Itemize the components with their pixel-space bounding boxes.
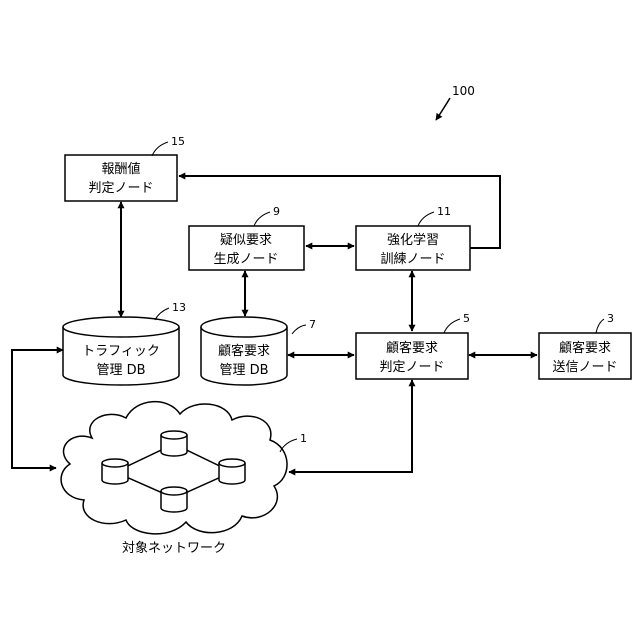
network-node-left: [102, 459, 128, 484]
svg-text:顧客要求: 顧客要求: [386, 340, 438, 356]
reward-judge-node: 報酬値 判定ノード 15: [65, 135, 185, 201]
network-ref: 1: [300, 432, 307, 445]
svg-text:3: 3: [607, 312, 614, 325]
network-node-top: [161, 431, 187, 456]
pseudo-request-node: 疑似要求 生成ノード 9: [189, 205, 304, 270]
svg-text:判定ノード: 判定ノード: [379, 360, 444, 375]
svg-text:9: 9: [273, 205, 280, 218]
rl-training-node: 強化学習 訓練ノード 11: [356, 205, 470, 270]
network-label: 対象ネットワーク: [122, 541, 226, 556]
svg-text:15: 15: [171, 135, 185, 148]
svg-text:顧客要求: 顧客要求: [218, 343, 270, 359]
svg-text:トラフィック: トラフィック: [82, 344, 160, 359]
svg-text:報酬値: 報酬値: [101, 161, 140, 177]
svg-text:顧客要求: 顧客要求: [559, 340, 611, 356]
svg-text:送信ノード: 送信ノード: [552, 360, 617, 375]
svg-text:13: 13: [172, 301, 186, 314]
svg-text:7: 7: [309, 318, 316, 331]
svg-text:疑似要求: 疑似要求: [220, 232, 272, 248]
svg-text:管理 DB: 管理 DB: [96, 363, 145, 378]
svg-text:強化学習: 強化学習: [387, 232, 439, 248]
arrow-traffic-network: [12, 350, 63, 468]
svg-text:5: 5: [463, 312, 470, 325]
network-node-bottom: [161, 487, 187, 512]
svg-text:訓練ノード: 訓練ノード: [380, 251, 445, 267]
arrow-judge-network: [289, 380, 412, 472]
svg-text:11: 11: [437, 205, 451, 218]
figure-ref: 100: [436, 84, 475, 120]
customer-request-send-node: 顧客要求 送信ノード 3: [539, 312, 631, 379]
traffic-db: トラフィック 管理 DB 13: [63, 301, 186, 385]
customer-request-db: 顧客要求 管理 DB 7: [201, 317, 316, 385]
network-node-right: [219, 459, 245, 484]
svg-text:100: 100: [452, 84, 475, 98]
svg-text:管理 DB: 管理 DB: [219, 363, 268, 378]
svg-text:生成ノード: 生成ノード: [213, 252, 278, 267]
svg-text:判定ノード: 判定ノード: [88, 181, 153, 196]
target-network-cloud: 対象ネットワーク 1: [61, 402, 307, 556]
